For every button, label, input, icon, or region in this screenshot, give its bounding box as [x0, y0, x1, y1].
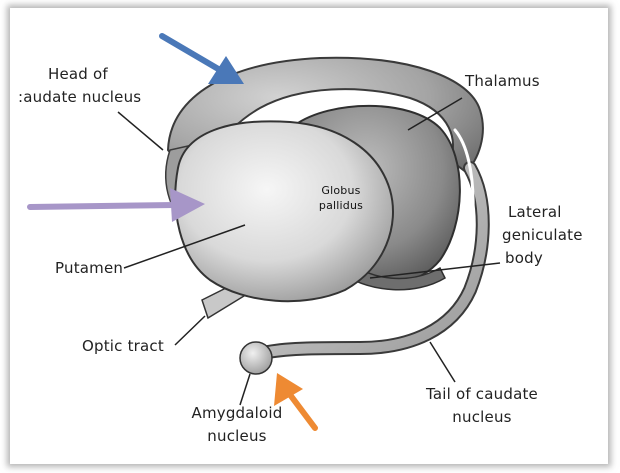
leader-head — [118, 112, 163, 150]
label-amygdaloid-line1: Amygdaloid — [187, 404, 287, 423]
label-globus-line1: Globus — [318, 184, 364, 198]
label-tail-line1: Tail of caudate — [412, 385, 552, 404]
label-lateral-line1: Lateral — [508, 203, 562, 222]
label-tail-line2: nucleus — [412, 408, 552, 427]
label-globus-line2: pallidus — [316, 199, 366, 213]
leader-optic — [175, 316, 205, 345]
label-thalamus: Thalamus — [465, 72, 540, 91]
blue-arrow — [162, 36, 244, 84]
leader-tail — [430, 342, 455, 382]
amygdaloid-shape — [240, 342, 272, 374]
purple-arrow — [30, 188, 205, 222]
leader-amygdaloid — [240, 374, 250, 405]
label-head-line2: :audate nucleus — [18, 88, 141, 107]
label-lateral-line3: body — [505, 249, 543, 268]
label-amygdaloid-line2: nucleus — [187, 427, 287, 446]
label-putamen: Putamen — [55, 259, 123, 278]
label-head-line1: Head of — [48, 65, 108, 84]
label-optic-tract: Optic tract — [82, 337, 164, 356]
label-lateral-line2: geniculate — [502, 226, 583, 245]
